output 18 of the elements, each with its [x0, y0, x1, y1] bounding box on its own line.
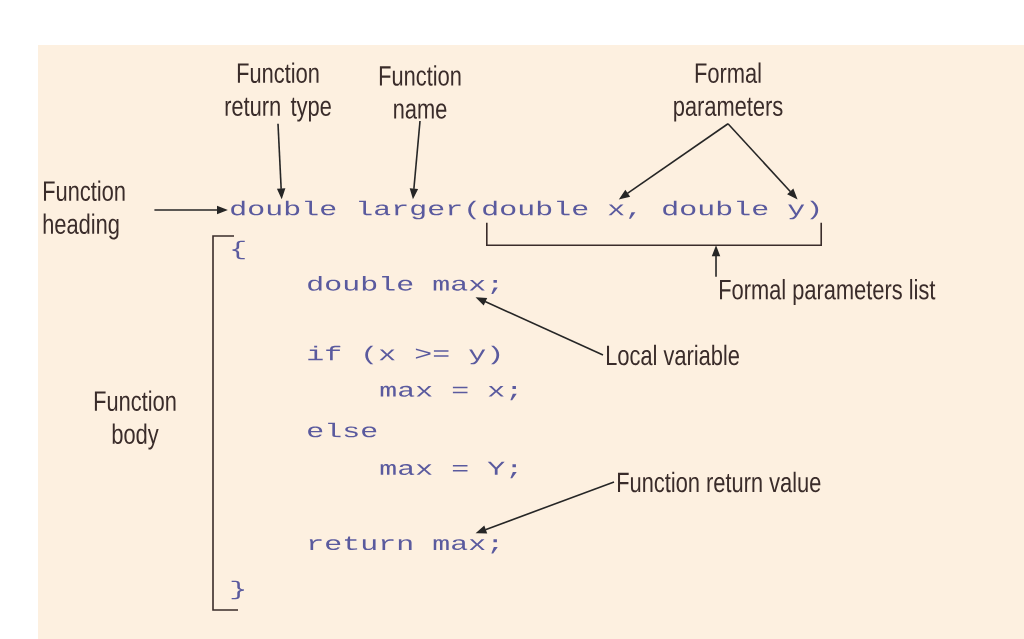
callout-label: Function return value: [618, 471, 821, 493]
callout-label: Function body: [94, 390, 176, 450]
callout-label: Local variable: [607, 344, 739, 366]
code-line: else: [308, 422, 377, 438]
code-line: {: [232, 240, 245, 260]
callout-label: Function return type: [225, 62, 331, 122]
code-line: double larger(double x, double y): [231, 200, 819, 220]
code-line: max = x;: [380, 385, 517, 401]
code-line: double max;: [308, 276, 498, 294]
callout-label: Function heading: [43, 180, 125, 240]
callout-label: Formal parameters list: [720, 278, 936, 306]
callout-label: Formal parameters: [674, 62, 783, 122]
code-line: return max;: [309, 536, 498, 554]
bracket: [486, 222, 822, 246]
code-line: if (x >= y): [308, 345, 500, 365]
callout-label: Function name: [379, 65, 461, 119]
code-line: }: [231, 580, 244, 600]
code-line: max = Y;: [380, 461, 517, 479]
